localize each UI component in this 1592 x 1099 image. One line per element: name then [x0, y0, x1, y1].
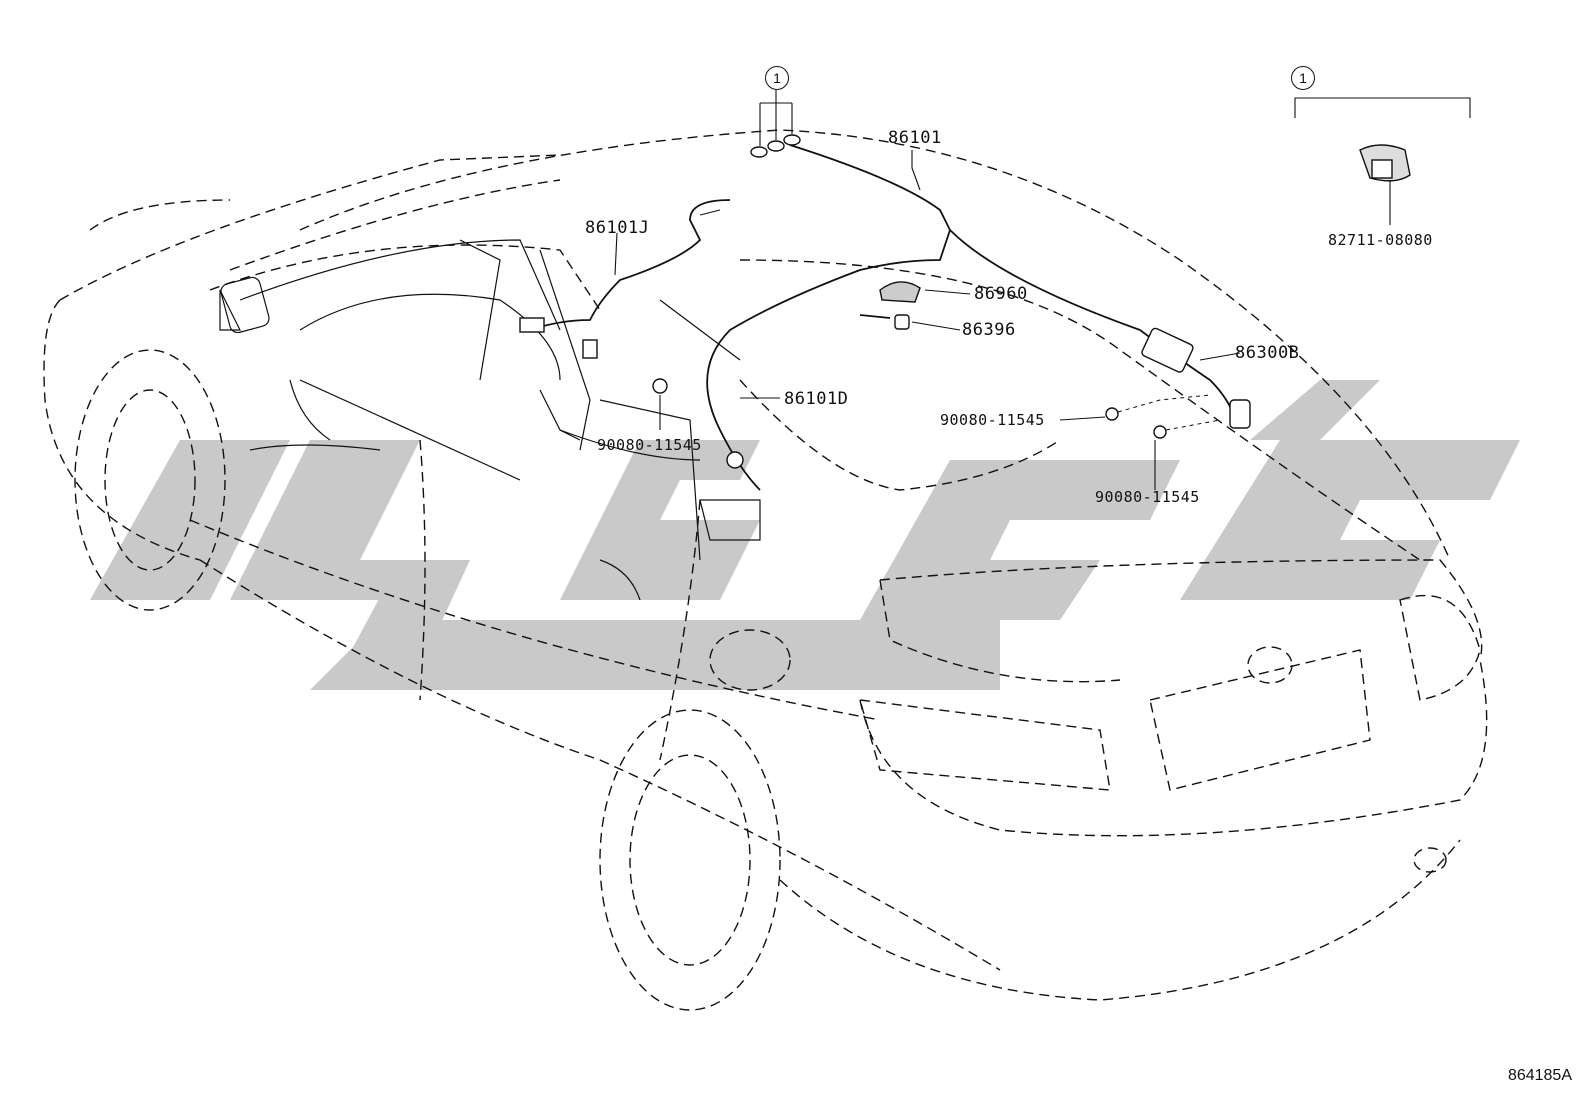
- label-90080-11545-b: 90080-11545: [597, 436, 702, 454]
- figure-code: 864185A: [1507, 1067, 1572, 1084]
- ref-marker-1-detail: 1: [1291, 66, 1315, 90]
- label-86101D: 86101D: [784, 389, 849, 409]
- screw-3: [652, 378, 668, 394]
- antenna-cover-86960: [879, 281, 921, 303]
- connector-rear: [1229, 399, 1251, 429]
- screw-1: [1105, 407, 1119, 421]
- connector-86101D: [726, 451, 744, 469]
- dashed-leaders: [1117, 394, 1221, 431]
- connector-86101J: [519, 317, 545, 333]
- label-90080-11545-a: 90080-11545: [940, 411, 1045, 429]
- amplifier-86300B: [1141, 327, 1194, 373]
- interior-lines: [219, 239, 761, 601]
- label-86101: 86101: [888, 128, 942, 148]
- leader-lines: [614, 90, 1471, 490]
- car-body-outline: [43, 129, 1488, 1011]
- label-86101J: 86101J: [585, 218, 650, 238]
- screw-2: [1153, 425, 1167, 439]
- label-90080-11545-c: 90080-11545: [1095, 488, 1200, 506]
- clip-1: [750, 146, 768, 158]
- connector-clip: [582, 339, 598, 359]
- watermark: [90, 380, 1520, 690]
- label-86300B: 86300B: [1235, 343, 1300, 363]
- label-86960: 86960: [974, 284, 1028, 304]
- ref-marker-1-main: 1: [765, 66, 789, 90]
- grommet-86396: [894, 314, 910, 330]
- label-86396: 86396: [962, 320, 1016, 340]
- connector-82711-body: [1371, 159, 1393, 179]
- clip-2: [767, 140, 785, 152]
- clip-3: [783, 134, 801, 146]
- label-82711-08080: 82711-08080: [1328, 231, 1433, 249]
- components: [519, 134, 1411, 469]
